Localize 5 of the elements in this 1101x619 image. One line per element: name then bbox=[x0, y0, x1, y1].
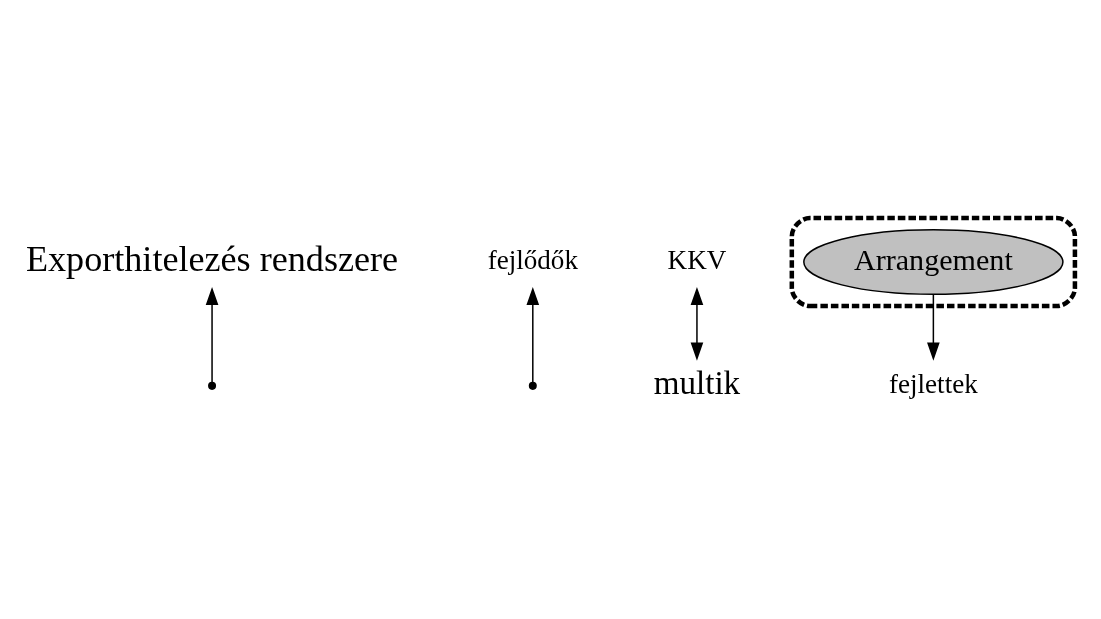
node-text: fejlődők bbox=[487, 244, 578, 275]
node-text: Exporthitelezés rendszere bbox=[26, 239, 399, 280]
node-text: fejlettek bbox=[888, 368, 978, 399]
node-text: KKV bbox=[667, 244, 727, 275]
node-text: multik bbox=[653, 364, 741, 402]
